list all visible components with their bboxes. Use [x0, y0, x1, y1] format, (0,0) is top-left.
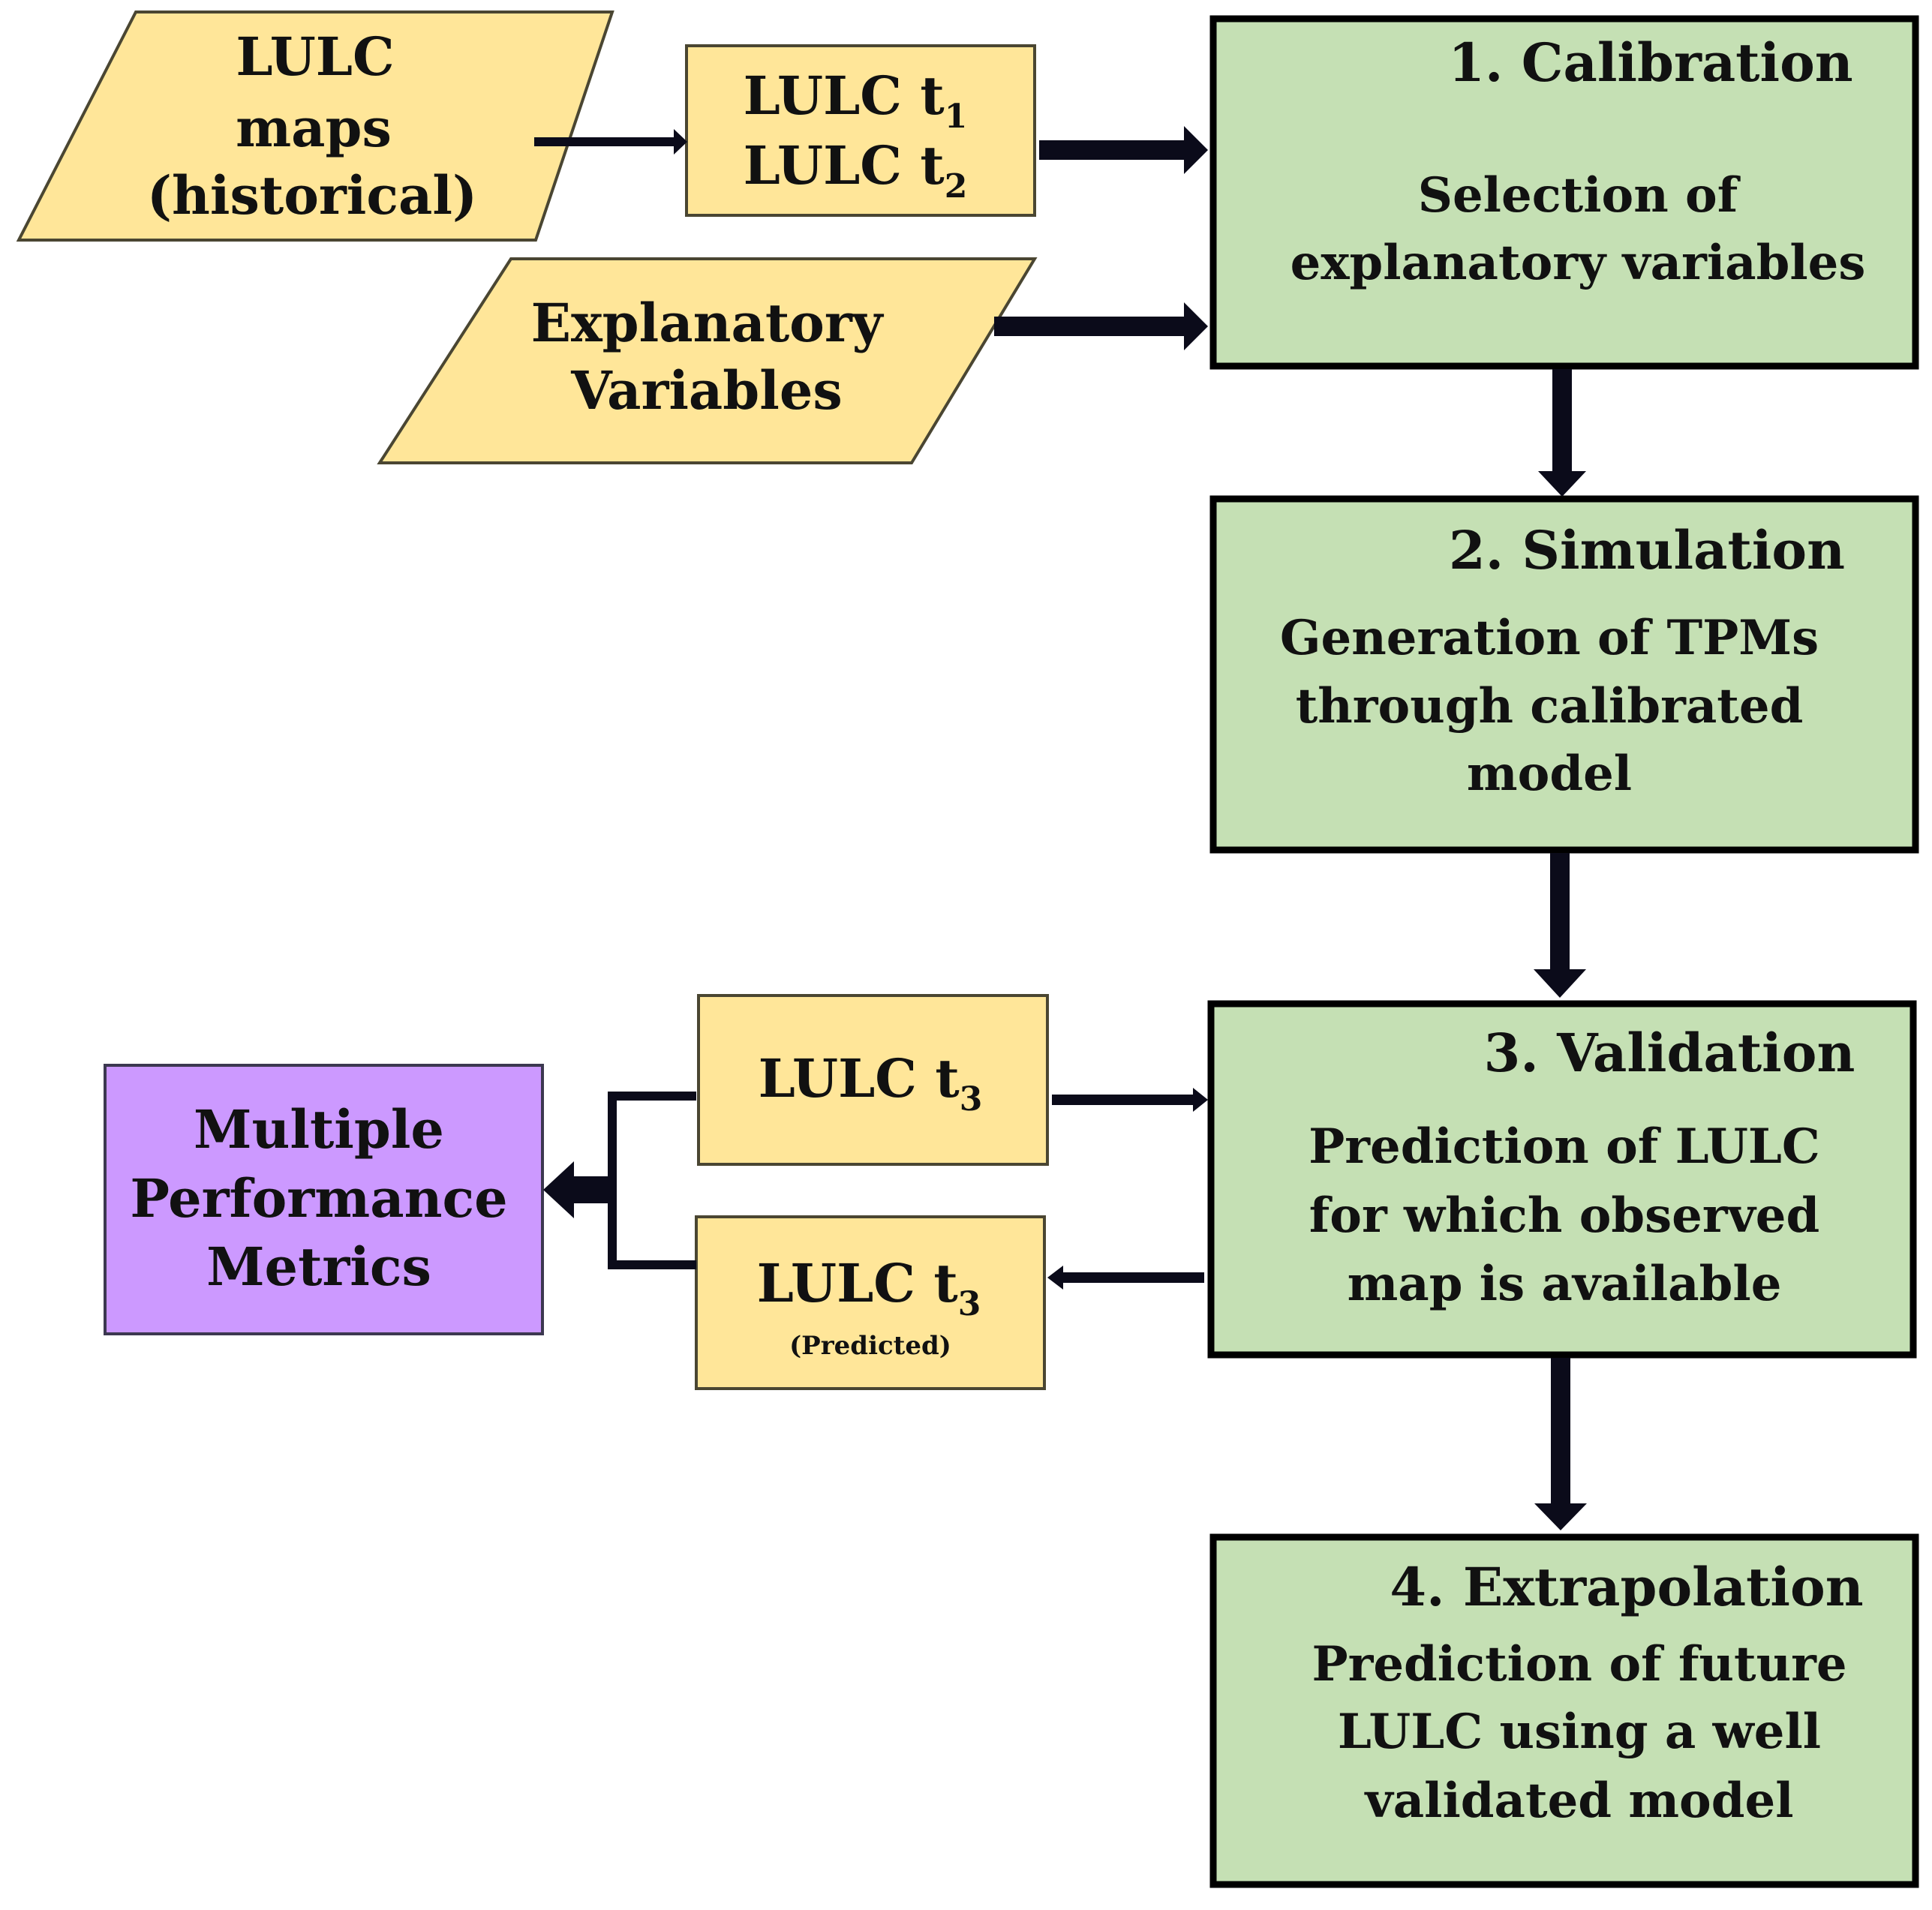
node-text-line: (historical): [147, 164, 477, 227]
node-text-line: maps: [236, 97, 392, 159]
predicted-note: (Predicted): [789, 1331, 951, 1361]
lulc-t3-predicted-label: LULC t3: [757, 1252, 981, 1323]
step-text-line: Prediction of future: [1312, 1636, 1846, 1692]
box-shape: [1209, 1533, 1919, 1888]
arrow-calibration-to-simulation: [1538, 369, 1586, 497]
label-base: LULC t: [744, 134, 945, 197]
label-base: LULC t: [744, 65, 945, 127]
arrow-head: [674, 129, 687, 155]
lulc-t3-observed-node: LULC t3: [697, 994, 1049, 1166]
arrow-shaft: [1551, 1358, 1570, 1506]
box-shape: [1207, 1000, 1917, 1359]
step-simulation: 2. Simulation Generation of TPMs through…: [1209, 495, 1919, 854]
label-subscript: 3: [960, 1080, 983, 1119]
arrow-variables-to-calibration: [994, 302, 1208, 350]
box-shape: [104, 1064, 544, 1335]
arrow-shaft: [1052, 1095, 1194, 1105]
step-title: 1. Calibration: [1448, 32, 1852, 94]
arrow-validation-to-predicted: [1047, 1266, 1204, 1290]
arrow-maps-to-t1t2: [534, 129, 687, 155]
arrow-t3-to-validation: [1052, 1088, 1208, 1112]
metrics-text-line: Performance: [130, 1167, 507, 1230]
box-shape: [695, 1215, 1046, 1390]
label-base: LULC t: [757, 1252, 958, 1314]
step-text-line: through calibrated: [1296, 678, 1804, 734]
arrow-shaft: [570, 1176, 615, 1203]
step-text-line: validated model: [1364, 1773, 1794, 1829]
step-extrapolation: 4. Extrapolation Prediction of future LU…: [1209, 1533, 1919, 1888]
explanatory-variables-node: Explanatory Variables: [377, 257, 1038, 464]
lulc-t2-label: LULC t2: [744, 134, 968, 206]
step-text-line: for which observed: [1309, 1188, 1820, 1244]
arrow-t1t2-to-calibration: [1039, 126, 1208, 174]
arrow-head: [1193, 1088, 1208, 1112]
step-title: 4. Extrapolation: [1390, 1556, 1863, 1618]
parallelogram-shape: [16, 11, 614, 242]
step-text-line: model: [1467, 746, 1632, 802]
arrow-head: [1534, 969, 1586, 998]
node-text-line: LULC: [236, 26, 394, 88]
metrics-text-line: Multiple: [194, 1098, 444, 1161]
arrow-validation-to-extrapolation: [1534, 1358, 1587, 1530]
lulc-t1-t2-node: LULC t1 LULC t2: [685, 44, 1036, 217]
label-subscript: 3: [958, 1285, 981, 1323]
arrow-shaft: [1552, 369, 1572, 474]
lulc-t3-label: LULC t3: [759, 1047, 983, 1119]
arrow-shaft: [994, 317, 1185, 336]
box-shape: [1209, 495, 1919, 854]
lulc-t1-label: LULC t1: [744, 65, 968, 136]
step-title: 2. Simulation: [1449, 519, 1845, 581]
arrow-shaft: [534, 137, 675, 146]
arrow-shaft: [1062, 1272, 1204, 1283]
arrow-head: [1047, 1266, 1063, 1290]
parallelogram-shape: [377, 257, 1038, 464]
arrow-head: [1184, 302, 1208, 350]
step-text-line: explanatory variables: [1291, 235, 1866, 291]
box-shape: [1209, 15, 1919, 370]
node-text-line: Variables: [570, 359, 843, 422]
arrow-head: [1534, 1503, 1587, 1530]
step-text-line: LULC using a well: [1338, 1704, 1821, 1760]
label-subscript: 1: [945, 98, 968, 136]
metrics-text-line: Metrics: [206, 1236, 431, 1298]
label-subscript: 2: [945, 167, 968, 206]
step-text-line: map is available: [1348, 1256, 1782, 1312]
arrow-comparison-to-metrics: [543, 1092, 696, 1269]
arrow-head: [1184, 126, 1208, 174]
arrow-simulation-to-validation: [1534, 853, 1586, 998]
step-validation: 3. Validation Prediction of LULC for whi…: [1207, 1000, 1917, 1359]
step-title: 3. Validation: [1484, 1022, 1855, 1084]
node-text-line: Explanatory: [531, 292, 885, 354]
box-shape: [685, 44, 1036, 217]
arrow-shaft: [1039, 140, 1185, 160]
step-text-line: Prediction of LULC: [1309, 1119, 1820, 1175]
arrow-head: [543, 1161, 574, 1218]
step-text-line: Generation of TPMs: [1280, 610, 1819, 666]
label-base: LULC t: [759, 1047, 960, 1110]
step-text-line: Selection of: [1418, 167, 1741, 224]
lulc-t3-predicted-node: LULC t3 (Predicted): [695, 1215, 1046, 1390]
bracket-connector: [608, 1092, 696, 1269]
arrow-shaft: [1550, 853, 1570, 973]
box-shape: [697, 994, 1049, 1166]
arrow-head: [1538, 471, 1586, 497]
lulc-maps-historical-node: LULC maps (historical): [16, 11, 614, 242]
performance-metrics-node: Multiple Performance Metrics: [104, 1064, 544, 1335]
step-calibration: 1. Calibration Selection of explanatory …: [1209, 15, 1919, 370]
